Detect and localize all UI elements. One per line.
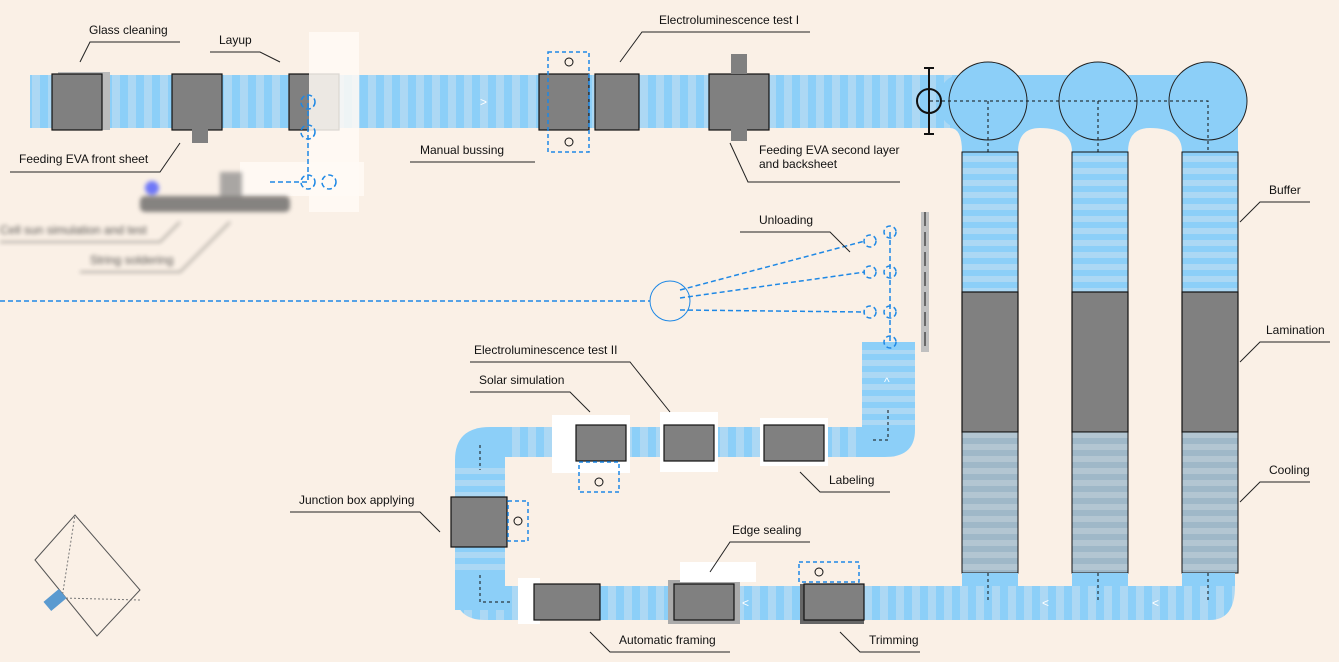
machine-feeding-eva-second	[708, 54, 770, 141]
svg-text:<: <	[1042, 596, 1049, 610]
machine-junction-box	[450, 496, 529, 548]
label-cooling: Cooling	[1269, 463, 1310, 477]
machine-manual-bussing	[538, 51, 590, 153]
label-lamination: Lamination	[1266, 323, 1325, 337]
label-buffer: Buffer	[1269, 183, 1301, 197]
camera-icon	[34, 514, 141, 637]
column-3	[1168, 61, 1248, 574]
label-layup: Layup	[219, 33, 252, 47]
svg-text:^: ^	[884, 375, 890, 389]
machine-labeling	[760, 418, 828, 466]
label-manual-bussing: Manual bussing	[420, 143, 504, 157]
leader-lines	[0, 31, 1330, 653]
lamination-area	[916, 61, 1248, 574]
label-trimming: Trimming	[869, 633, 919, 647]
machine-string-soldering	[140, 172, 290, 212]
label-feeding-eva-second-1: Feeding EVA second layer	[759, 143, 900, 157]
label-junction-box: Junction box applying	[299, 493, 414, 507]
machine-el-test-1	[594, 73, 640, 131]
svg-text:<: <	[742, 596, 749, 610]
unloading-robot	[0, 212, 929, 352]
label-el-test-2: Electroluminescence test II	[474, 343, 617, 357]
label-unloading: Unloading	[759, 213, 813, 227]
label-solar-simulation: Solar simulation	[479, 373, 564, 387]
machine-solar-simulation	[552, 415, 630, 493]
label-el-test-1: Electroluminescence test I	[659, 13, 799, 27]
svg-text:<: <	[1152, 596, 1159, 610]
machine-automatic-framing	[518, 578, 601, 624]
machine-glass-cleaning	[51, 72, 110, 131]
label-automatic-framing: Automatic framing	[619, 633, 716, 647]
label-feeding-eva-second-2: and backsheet	[759, 157, 838, 171]
machine-el-test-2	[660, 412, 718, 472]
label-feeding-eva-front: Feeding EVA front sheet	[19, 152, 149, 166]
label-labeling: Labeling	[829, 473, 874, 487]
machine-layup	[240, 32, 364, 212]
label-glass-cleaning: Glass cleaning	[89, 23, 168, 37]
direction-arrow-icon: >	[480, 95, 487, 109]
label-edge-sealing: Edge sealing	[732, 523, 801, 537]
machine-trimming	[798, 561, 865, 624]
valve-icon	[916, 67, 942, 135]
machine-edge-sealing	[668, 562, 756, 624]
label-cell-sun-simulation: Cell sun simulation and test	[0, 223, 147, 237]
machine-feeding-eva-front	[171, 73, 223, 143]
label-string-soldering: String soldering	[90, 253, 173, 267]
